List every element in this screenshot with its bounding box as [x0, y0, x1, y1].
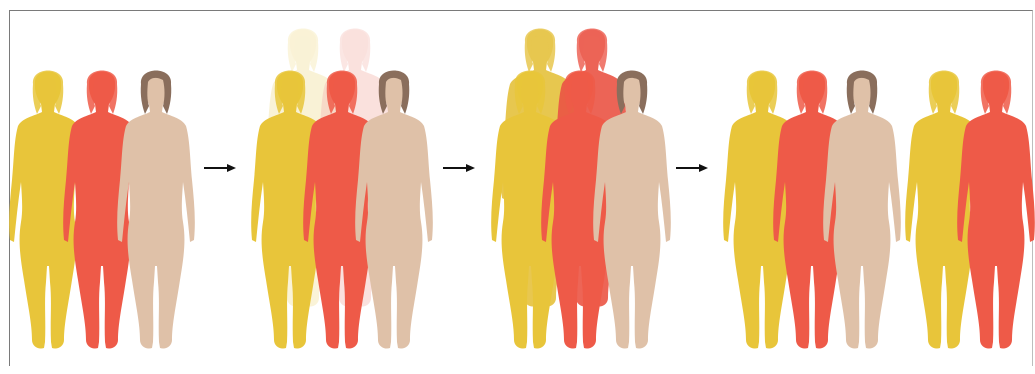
- stage-4-extracted-pair: [905, 71, 1035, 349]
- arrow-right-icon: [443, 164, 475, 172]
- arrow-right-icon: [676, 164, 708, 172]
- stage-1-initial: [9, 71, 195, 349]
- red-figure: [63, 71, 141, 349]
- beige-figure: [117, 71, 195, 349]
- stage-3-overlapping-copies: [491, 29, 671, 349]
- arrow-right-icon: [204, 164, 236, 172]
- yellow-figure: [9, 71, 87, 349]
- stage-2-faded-copies: [251, 29, 433, 349]
- stage-4-result-group: [723, 71, 901, 349]
